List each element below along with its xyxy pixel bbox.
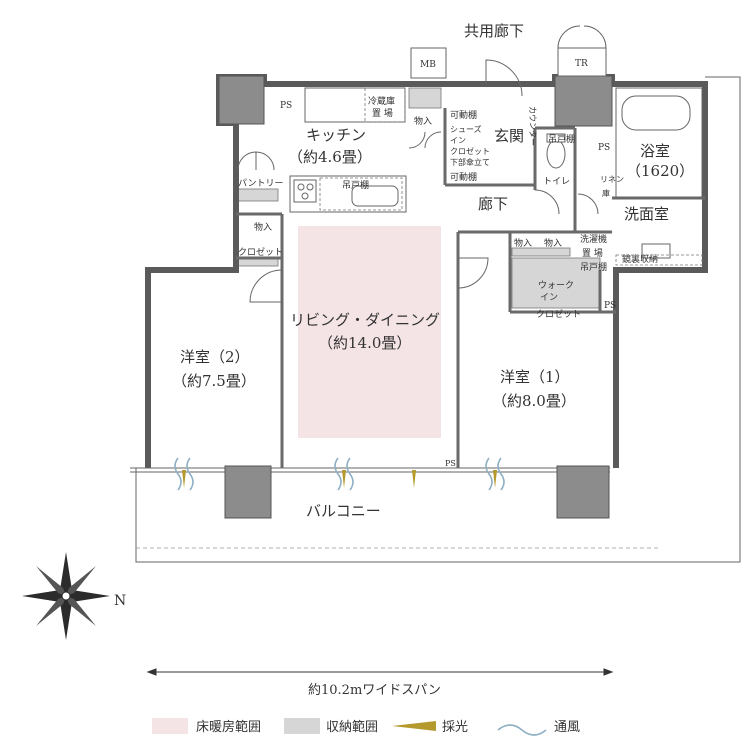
label-walkin-3: クロゼット	[536, 308, 581, 320]
fridge-space	[364, 87, 406, 123]
tr-doors	[557, 25, 607, 49]
tr-box	[557, 47, 607, 77]
label-ps-balcony: PS	[445, 459, 456, 468]
label-ps-walkin: PS	[604, 301, 616, 311]
storage-zone-hall	[511, 247, 571, 257]
label-ps-kitchen: PS	[280, 101, 292, 111]
label-counter: カウンター	[528, 106, 537, 146]
label-living-size: （約14.0畳）	[318, 334, 411, 352]
kitchen-back-counter	[304, 87, 406, 123]
label-hanging-shelf-kitchen: 吊戸棚	[342, 179, 369, 191]
burner	[306, 183, 314, 191]
burner	[301, 192, 309, 200]
kitchen-sink	[351, 185, 399, 207]
door-arcs	[237, 131, 599, 303]
toilet-tank	[546, 133, 566, 143]
label-compass-n: N	[114, 593, 126, 609]
span-dimension-line	[146, 668, 614, 676]
entrance-door	[485, 59, 523, 97]
label-shoes-1: シューズ	[450, 124, 482, 134]
label-room1-name: 洋室（1）	[500, 368, 570, 386]
label-room2-size: （約7.5畳）	[172, 372, 256, 390]
bathtub	[621, 95, 691, 131]
label-bath-name: 浴室	[640, 142, 670, 160]
label-mirror-storage: 鏡裏収納	[622, 253, 658, 265]
label-toilet: トイレ	[543, 177, 570, 187]
label-closet-room2: クロゼット	[238, 246, 283, 258]
label-walkin-1: ウォーク	[538, 280, 574, 291]
label-shared-corridor: 共用廊下	[464, 22, 524, 40]
stove	[293, 179, 317, 203]
sunlight-indicators	[182, 470, 497, 488]
legend-swatch-ventilation	[497, 724, 547, 736]
label-ps-toilet: PS	[598, 143, 610, 153]
label-movable-shelf-2: 可動棚	[450, 171, 477, 183]
label-kitchen-name: キッチン	[306, 126, 366, 144]
floor-heating-zone	[298, 226, 441, 438]
label-hanging-shelf-toilet: 吊戸棚	[548, 133, 575, 145]
pillar-sw	[224, 465, 272, 519]
balcony-edge	[135, 76, 741, 563]
mirror-storage	[615, 254, 703, 266]
label-pantry: パントリー	[238, 178, 283, 189]
label-kitchen-size: （約4.6畳）	[288, 148, 372, 166]
label-room1-size: （約8.0畳）	[492, 392, 576, 410]
washbasin	[641, 243, 671, 259]
label-room2-name: 洋室（2）	[180, 348, 250, 366]
legend-label-sunlight: 採光	[442, 720, 468, 735]
legend-swatch-heating	[152, 718, 188, 734]
label-washer-1: 洗濯機	[580, 233, 607, 245]
pillar-nw	[218, 75, 265, 125]
label-storage-hall-1: 物入	[514, 237, 532, 249]
burner	[297, 183, 305, 191]
label-entrance: 玄関	[494, 127, 524, 145]
label-balcony: バルコニー	[306, 502, 381, 520]
label-movable-shelf-1: 可動棚	[450, 109, 477, 121]
pillar-ne	[554, 75, 613, 127]
label-hanging-shelf-wash: 吊戸棚	[580, 261, 607, 273]
compass-rose	[22, 552, 110, 640]
label-shoes-2: イン	[450, 136, 466, 145]
label-storage-room2: 物入	[254, 221, 272, 233]
label-hallway: 廊下	[478, 195, 508, 213]
legend-label-ventilation: 通風	[554, 720, 580, 735]
label-tr: TR	[575, 59, 588, 69]
storage-zone-pantry	[237, 188, 279, 202]
label-linen-1: リネン	[600, 175, 624, 184]
label-span: 約10.2mワイドスパン	[308, 683, 441, 698]
label-living-name: リビング・ダイニング	[290, 311, 440, 329]
label-fridge-1: 冷蔵庫	[368, 95, 395, 107]
label-shoes-3: クロゼット	[450, 146, 490, 156]
pillar-se	[556, 465, 610, 519]
label-umbrella: 下部傘立て	[450, 157, 490, 167]
legend-label-storage: 収納範囲	[326, 720, 378, 735]
label-washer-2: 置 場	[582, 247, 603, 259]
storage-zone-kitchen	[408, 87, 442, 109]
label-storage-hall-2: 物入	[544, 237, 562, 249]
ventilation-indicators	[174, 457, 505, 491]
label-walkin-2: イン	[540, 293, 558, 303]
label-bath-size: （1620）	[626, 162, 694, 180]
legend-label-heating: 床暖房範囲	[196, 719, 261, 735]
mb-box	[410, 47, 447, 79]
label-linen-2: 庫	[602, 188, 610, 198]
label-storage-kitchen: 物入	[414, 115, 432, 127]
label-fridge-2: 置 場	[372, 107, 393, 119]
hanging-shelf-kitchen	[319, 177, 403, 211]
legend-swatch-storage	[284, 718, 320, 734]
legend-swatch-sunlight	[392, 721, 436, 731]
label-washroom: 洗面室	[624, 205, 669, 223]
bath-area	[615, 87, 703, 199]
label-mb: MB	[420, 60, 436, 70]
